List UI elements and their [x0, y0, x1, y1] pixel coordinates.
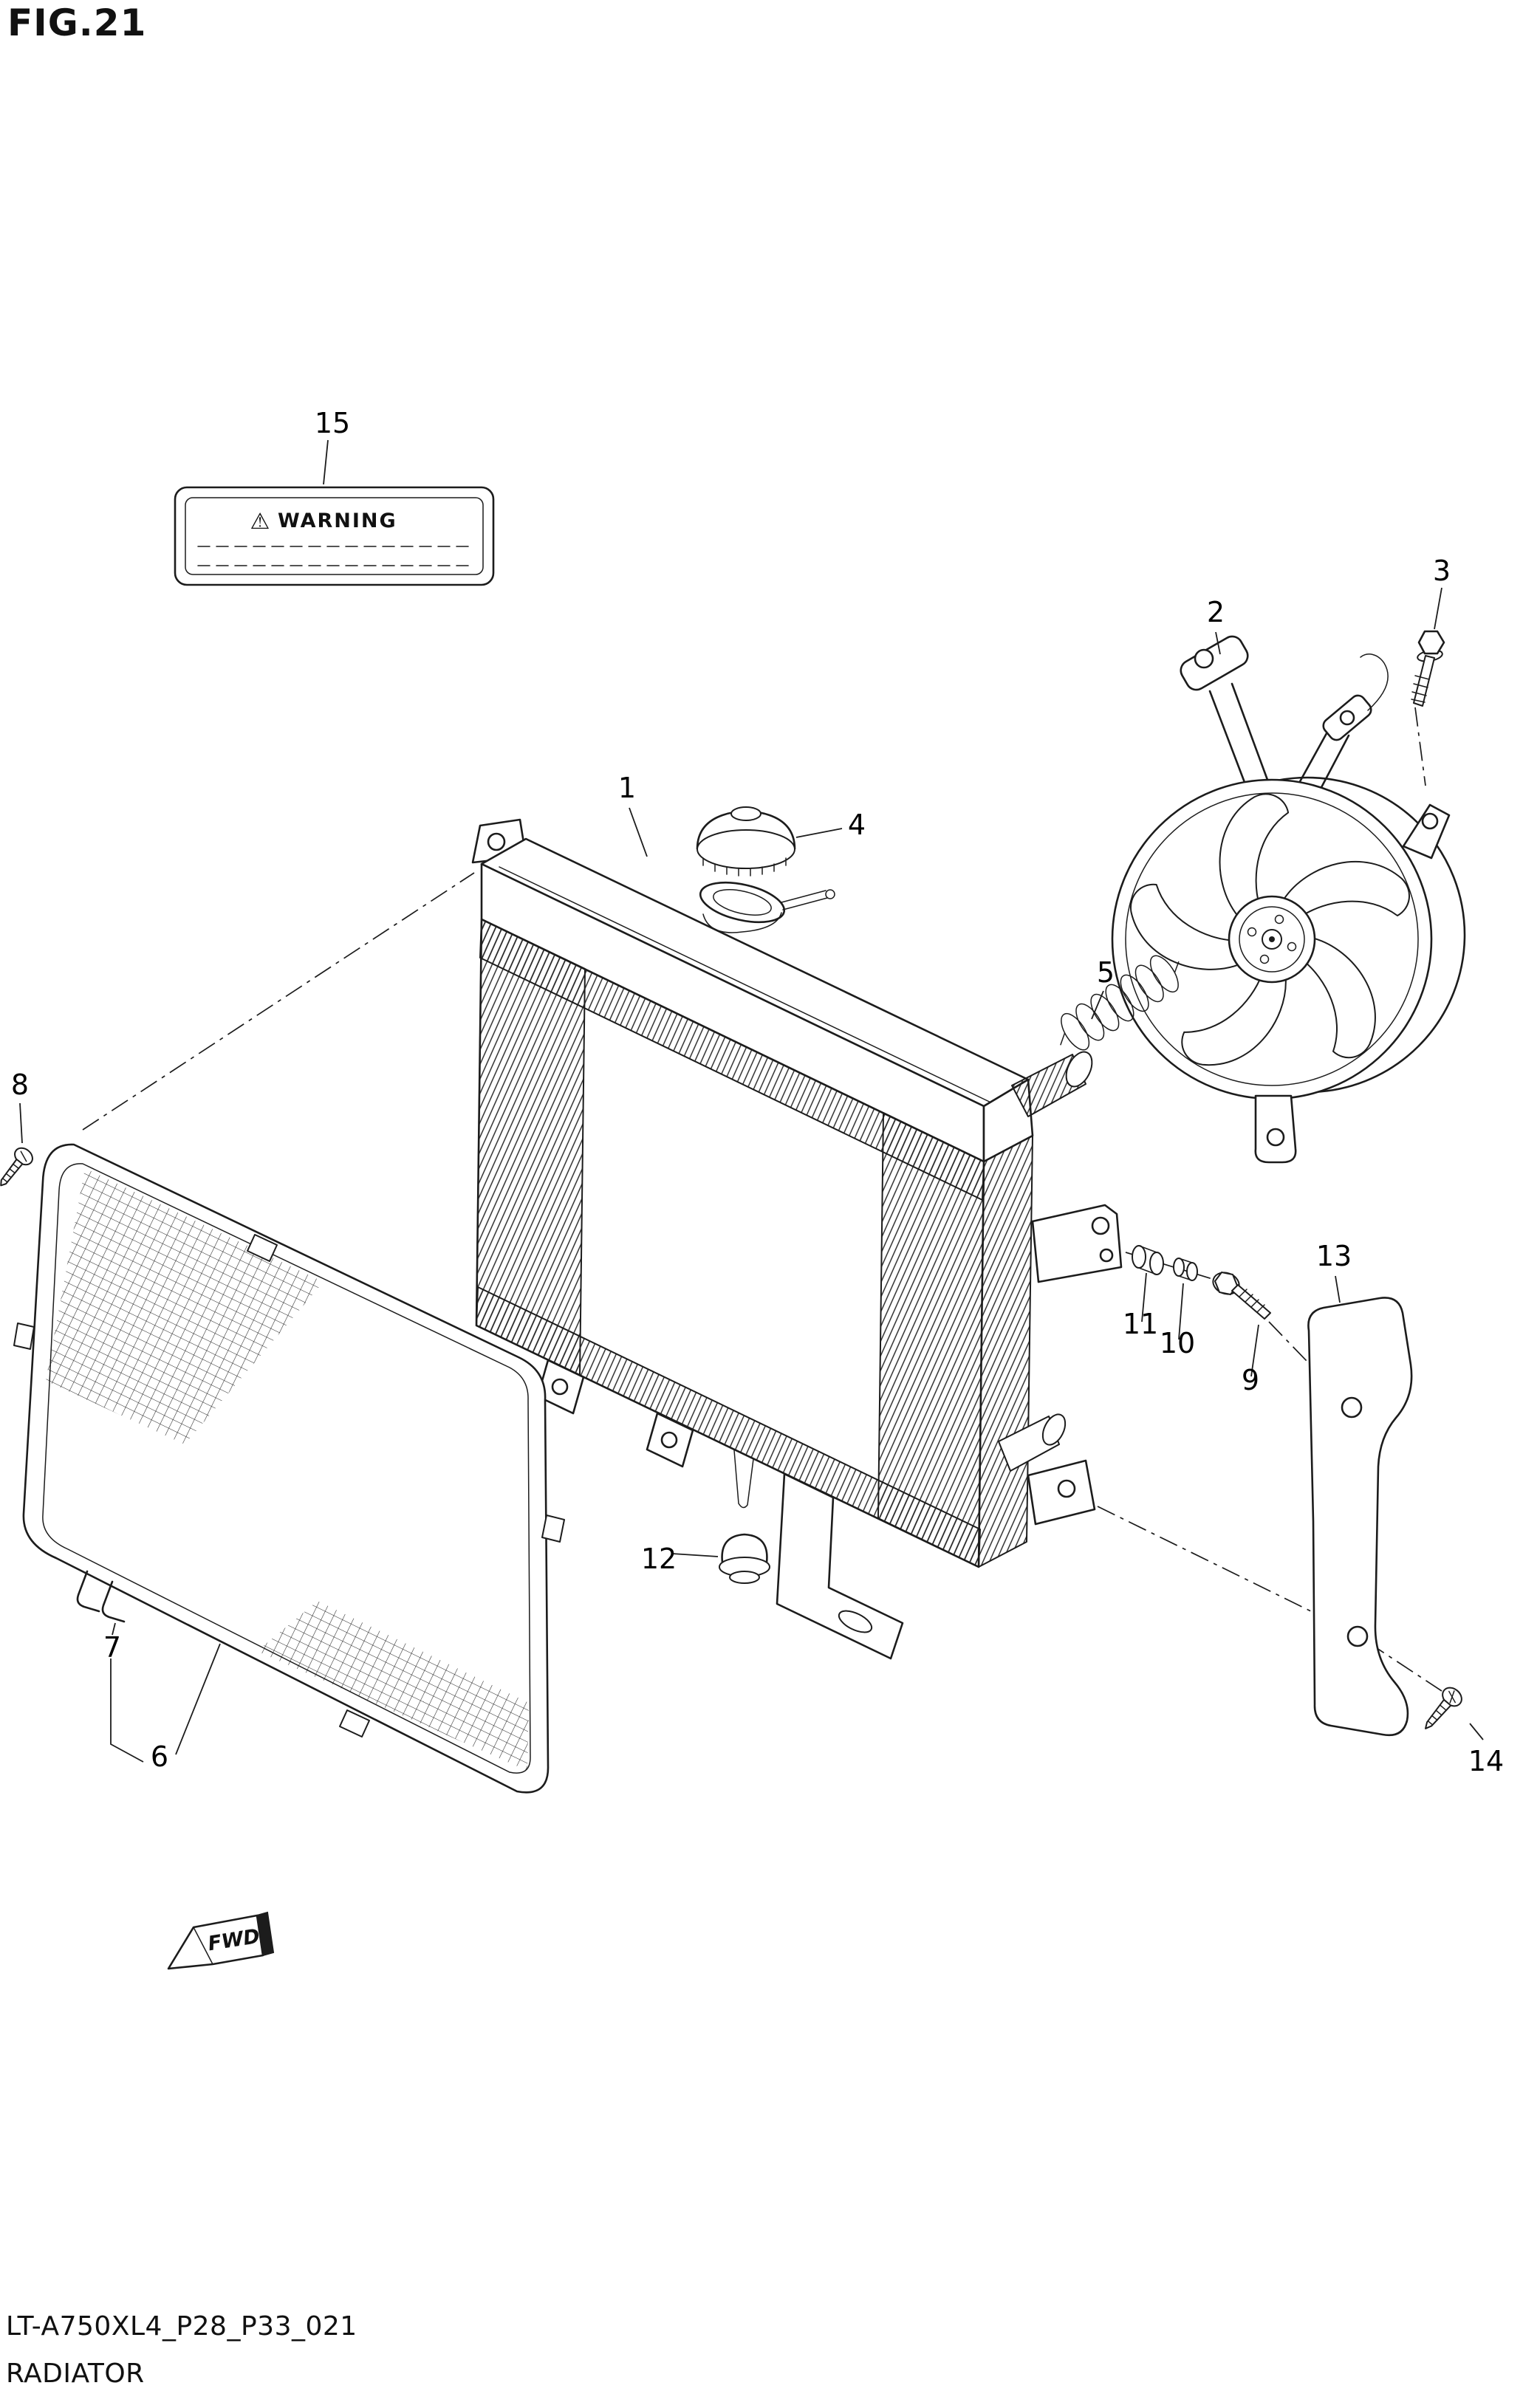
- radiator-screen: [13, 1143, 565, 1794]
- center-lines: [82, 707, 1442, 1692]
- figure-name: RADIATOR: [6, 2359, 145, 2389]
- radiator: [471, 818, 1123, 1660]
- part-label-4: 4: [848, 809, 866, 841]
- warning-triangle-icon: ⚠: [250, 509, 270, 535]
- part-number-labels: 1 2 3 4 5 6 7 8 9 10 11 12 13 14 15: [11, 407, 1504, 1777]
- mounting-bolt: [1212, 1272, 1271, 1320]
- part-label-13: 13: [1316, 1240, 1352, 1272]
- plate-screw: [1425, 1687, 1462, 1729]
- part-label-1: 1: [618, 772, 636, 804]
- fan-hub: [1228, 895, 1316, 984]
- part-label-12: 12: [641, 1543, 677, 1575]
- part-label-9: 9: [1242, 1364, 1259, 1396]
- part-label-2: 2: [1207, 596, 1225, 628]
- part-label-15: 15: [315, 407, 350, 439]
- screen-clip: [76, 1570, 126, 1623]
- part-label-8: 8: [11, 1068, 29, 1101]
- cushion: [1132, 1245, 1164, 1275]
- figure-code: LT-A750XL4_P28_P33_021: [6, 2311, 357, 2342]
- spring: [1060, 955, 1180, 1051]
- radiator-cap: [696, 806, 796, 877]
- screen-screw: [0, 1147, 33, 1187]
- fan-bracket: [1180, 635, 1389, 793]
- figure-title: FIG.21: [7, 1, 147, 44]
- part-label-10: 10: [1160, 1327, 1195, 1359]
- part-label-11: 11: [1123, 1308, 1158, 1340]
- cover-plate: [1307, 1297, 1413, 1737]
- leader-lines: [19, 439, 1484, 1763]
- warning-label: ⚠ WARNING: [174, 486, 495, 586]
- part-label-3: 3: [1433, 555, 1451, 587]
- part-label-6: 6: [151, 1740, 168, 1773]
- cooling-fan: [1111, 635, 1466, 1164]
- warning-label-title: WARNING: [278, 510, 397, 532]
- grommet: [719, 1533, 770, 1584]
- fwd-marker: FWD: [167, 1911, 275, 1970]
- fan-bolt: [1411, 630, 1445, 707]
- part-label-14: 14: [1468, 1745, 1504, 1777]
- filler-neck: [699, 881, 835, 933]
- part-label-7: 7: [103, 1631, 121, 1664]
- spacer: [1173, 1258, 1198, 1281]
- part-label-5: 5: [1097, 956, 1115, 989]
